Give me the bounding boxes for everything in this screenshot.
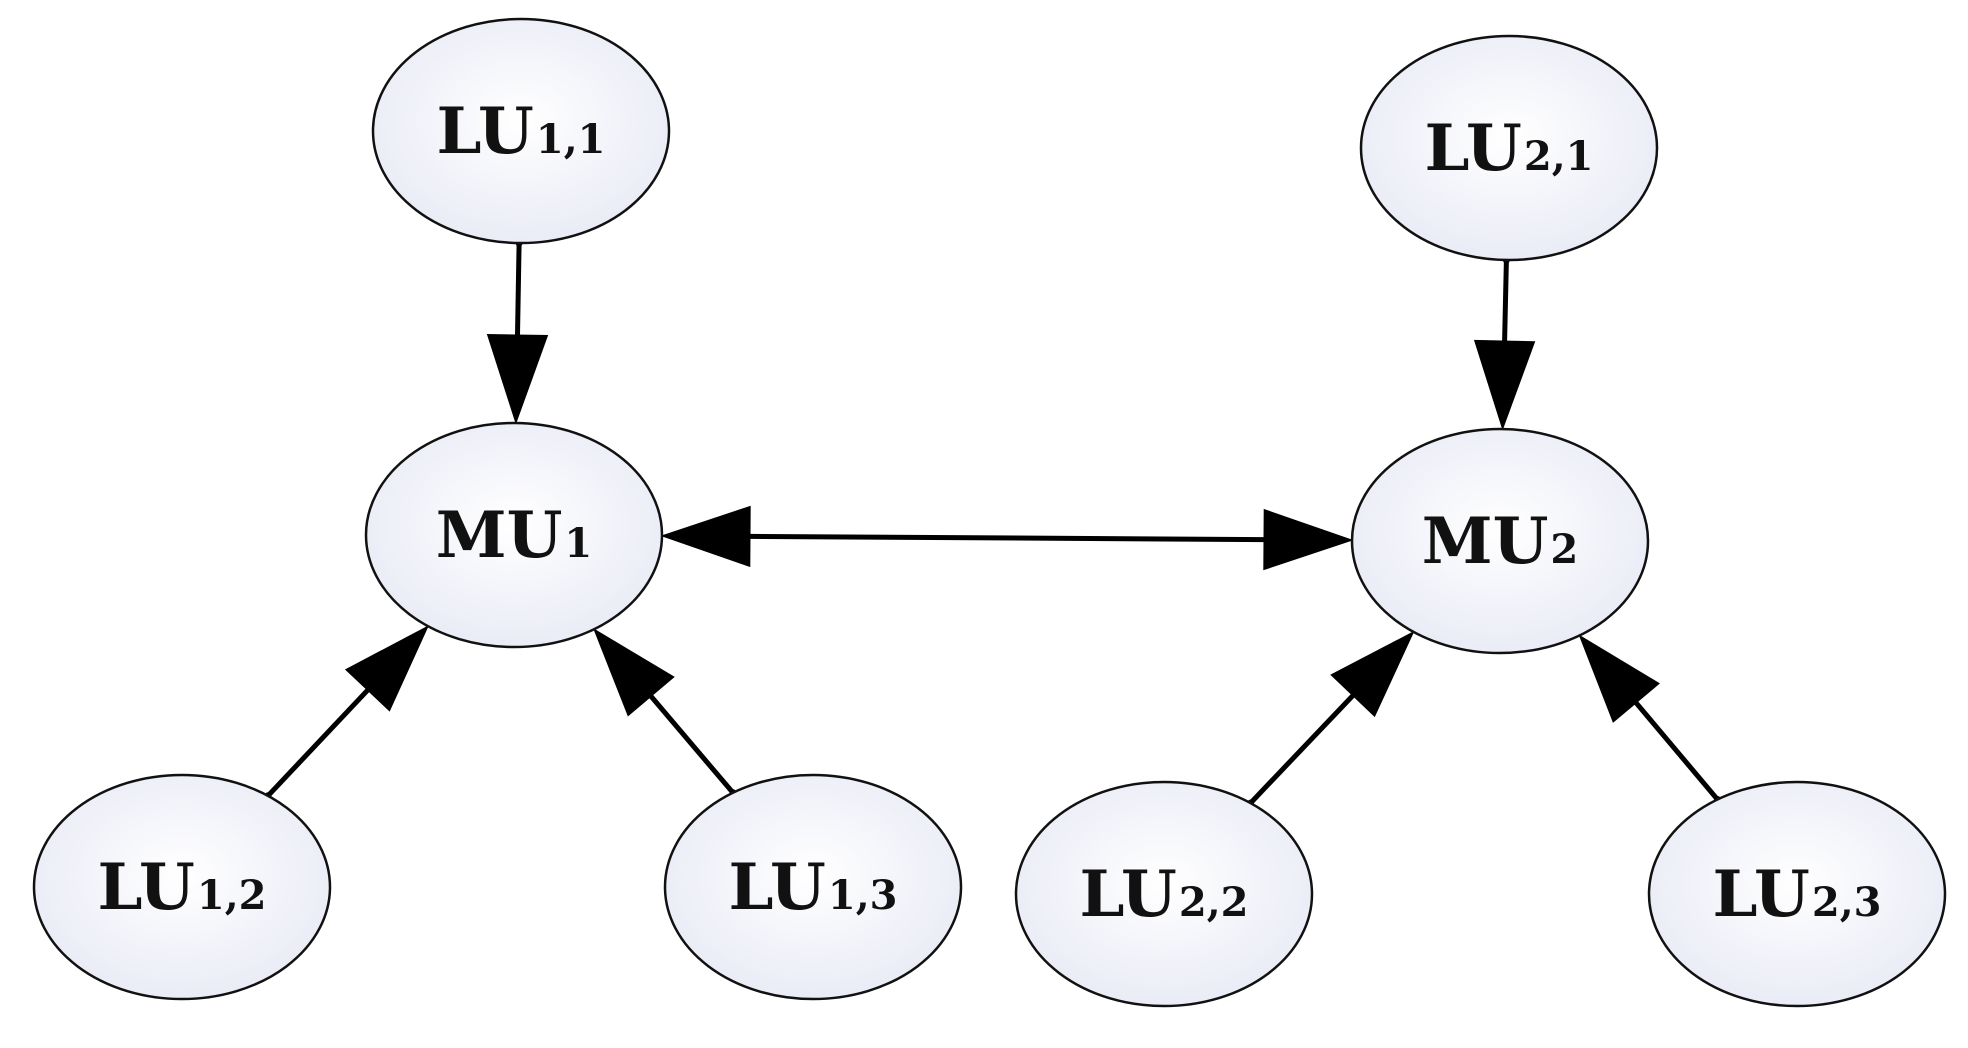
node-label-subscript: 1,3 — [828, 872, 898, 919]
node-label: MU2 — [1422, 504, 1579, 579]
arrowhead-mu2 — [1330, 630, 1415, 718]
node-lu13: LU1,3 — [663, 773, 963, 1001]
arrowhead-mu1 — [344, 625, 430, 712]
node-label: MU1 — [436, 498, 593, 573]
node-ellipse — [32, 773, 332, 1001]
node-label: LU2,2 — [1080, 857, 1249, 932]
node-lu11: LU1,1 — [371, 17, 671, 245]
node-label: LU1,1 — [437, 94, 606, 169]
node-label-main: LU — [729, 850, 826, 925]
edge-lu13-mu1 — [592, 628, 737, 797]
node-label: LU1,3 — [729, 850, 898, 925]
node-label-subscript: 2,2 — [1179, 879, 1249, 926]
node-lu21: LU2,1 — [1359, 34, 1659, 262]
arrowhead-mu1 — [660, 505, 751, 568]
node-lu23: LU2,3 — [1647, 780, 1947, 1008]
node-label-subscript: 2,1 — [1524, 133, 1594, 180]
node-ellipse — [1014, 780, 1314, 1008]
node-mu2: MU2 — [1350, 427, 1650, 655]
edge-lu23-mu2 — [1578, 634, 1721, 803]
edge-line — [266, 688, 370, 798]
node-lu22: LU2,2 — [1014, 780, 1314, 1008]
node-label-main: LU — [1713, 857, 1810, 932]
node-label-subscript: 1 — [564, 520, 592, 567]
edge-line — [515, 242, 522, 336]
edge-lu22-mu2 — [1247, 630, 1415, 807]
arrowhead-mu2 — [1263, 508, 1354, 571]
node-ellipse — [364, 421, 664, 649]
arrowhead-mu2 — [1473, 339, 1536, 431]
node-label: LU1,2 — [98, 850, 267, 925]
edge-line — [749, 533, 1265, 543]
node-label-main: MU — [1422, 504, 1549, 579]
node-ellipse — [1647, 780, 1947, 1008]
edges-layer — [264, 239, 1721, 807]
node-lu12: LU1,2 — [32, 773, 332, 1001]
node-label-main: MU — [436, 498, 563, 573]
edge-lu11-mu1 — [486, 239, 549, 425]
node-label: LU2,3 — [1713, 857, 1882, 932]
edge-line — [649, 694, 735, 795]
arrowhead-mu2 — [1578, 634, 1660, 723]
arrowhead-mu1 — [486, 333, 549, 425]
edge-line — [1248, 693, 1355, 805]
edge-line — [1634, 701, 1720, 802]
edge-lu21-mu2 — [1473, 256, 1536, 431]
node-label: LU2,1 — [1425, 111, 1594, 186]
node-label-subscript: 2,3 — [1812, 879, 1882, 926]
edge-line — [1502, 259, 1509, 342]
edge-lu12-mu1 — [264, 625, 430, 800]
node-ellipse — [1359, 34, 1659, 262]
node-label-main: LU — [1425, 111, 1522, 186]
node-label-main: LU — [98, 850, 195, 925]
node-mu1: MU1 — [364, 421, 664, 649]
node-label-main: LU — [437, 94, 534, 169]
node-ellipse — [1350, 427, 1650, 655]
node-ellipse — [371, 17, 671, 245]
node-label-subscript: 2 — [1550, 526, 1578, 573]
edge-mu1-mu2 — [660, 505, 1354, 571]
node-ellipse — [663, 773, 963, 1001]
node-label-subscript: 1,2 — [197, 872, 267, 919]
node-label-subscript: 1,1 — [536, 116, 606, 163]
node-label-main: LU — [1080, 857, 1177, 932]
arrowhead-mu1 — [592, 628, 675, 717]
